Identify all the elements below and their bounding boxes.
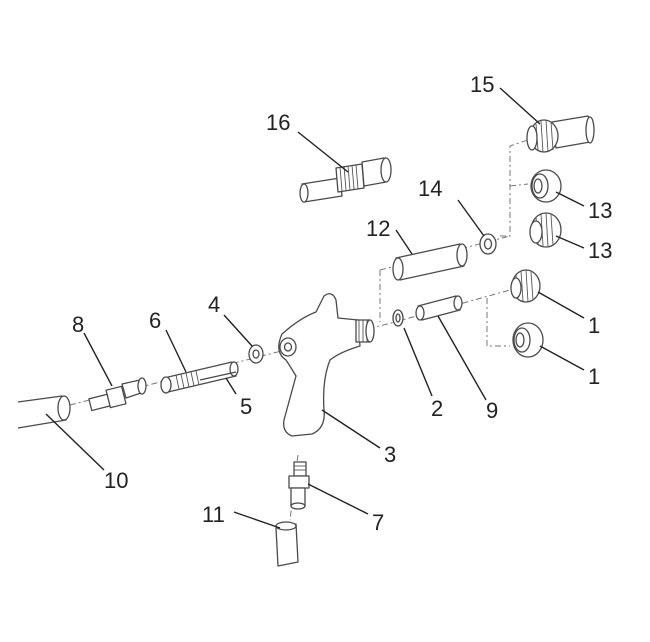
- callout-9: 9: [486, 398, 498, 423]
- part-10-air-hose: [17, 395, 71, 429]
- part-1-nut-lower: [512, 322, 544, 358]
- callout-1-upper: 1: [588, 313, 600, 338]
- callout-3: 3: [384, 442, 396, 467]
- part-5-tube: [199, 371, 237, 381]
- part-9-short-nozzle: [415, 295, 463, 321]
- part-14-small-washer: [479, 233, 497, 255]
- part-8-quick-connector: [88, 377, 147, 412]
- part-15-knurled-nut-tube: [526, 115, 595, 153]
- callout-13-upper: 13: [588, 198, 612, 223]
- part-6-threaded-adapter: [160, 361, 239, 394]
- callout-13-lower: 13: [588, 238, 612, 263]
- callout-7: 7: [372, 510, 384, 535]
- callout-1-lower: 1: [588, 364, 600, 389]
- callout-labels: 8 6 4 5 10 11 7 3 2 9 12 14 16 15 13 13 …: [72, 72, 612, 535]
- callout-5: 5: [240, 394, 252, 419]
- part-7-nipple-fitting: [288, 461, 310, 510]
- part-12-long-nozzle: [392, 243, 468, 281]
- part-1-nut-upper: [510, 269, 541, 303]
- leader-lines: [45, 87, 585, 529]
- callout-12: 12: [366, 216, 390, 241]
- callout-11: 11: [202, 502, 225, 527]
- callout-14: 14: [418, 176, 442, 201]
- part-2-o-ring: [392, 309, 404, 327]
- callout-10: 10: [104, 468, 128, 493]
- callout-8: 8: [72, 312, 84, 337]
- callout-15: 15: [470, 72, 494, 97]
- part-11-lower-hose: [275, 521, 299, 567]
- callout-6: 6: [149, 308, 161, 333]
- part-3-gun-body: [278, 293, 375, 437]
- callout-4: 4: [208, 292, 220, 317]
- part-13-nut-upper: [530, 169, 562, 203]
- callout-16: 16: [266, 110, 290, 135]
- part-16-knurled-nozzle: [299, 157, 392, 203]
- callout-2: 2: [431, 396, 443, 421]
- part-13-nut-lower: [529, 212, 562, 248]
- part-4-washer: [248, 344, 264, 364]
